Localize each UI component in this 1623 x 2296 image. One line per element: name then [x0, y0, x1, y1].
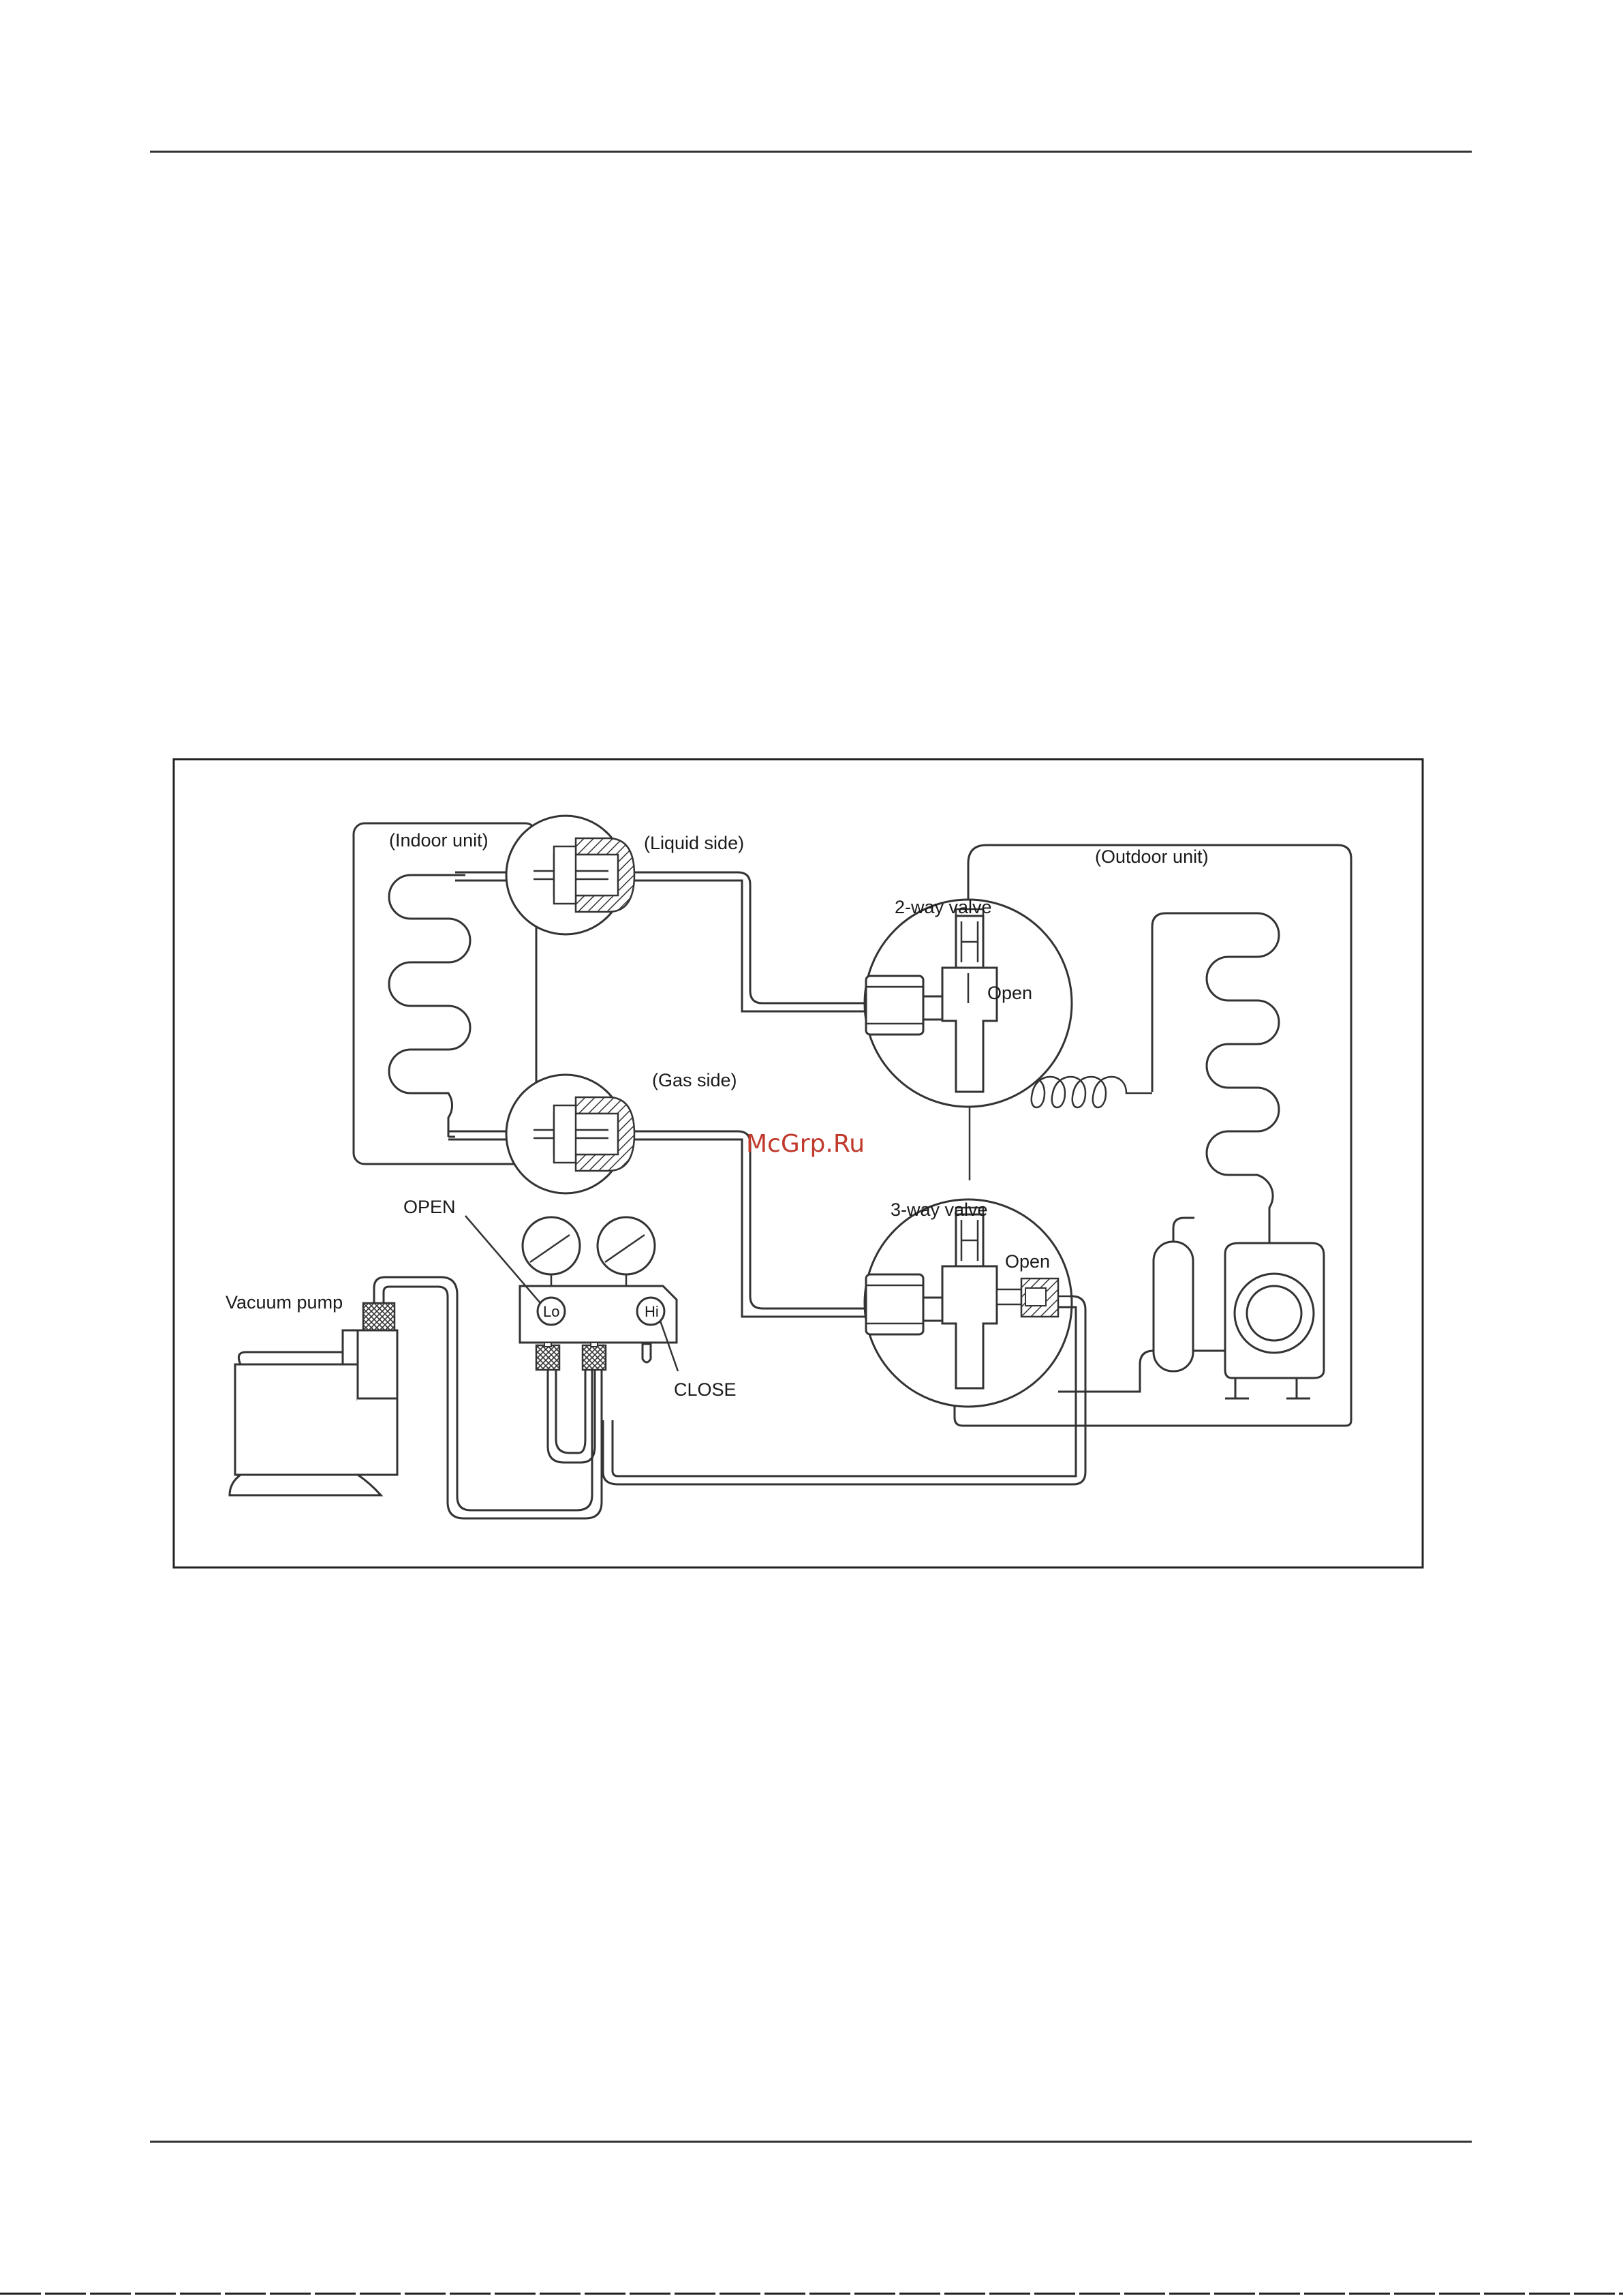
- hi-valve-label: Hi: [645, 1303, 659, 1320]
- watermark: McGrp.Ru: [746, 1130, 865, 1158]
- two-way-valve-label: 2-way valve: [895, 897, 992, 917]
- hi-close-label: CLOSE: [674, 1379, 737, 1400]
- vacuum-pump-label: Vacuum pump: [226, 1292, 343, 1313]
- header-rule: [150, 151, 1472, 153]
- outdoor-unit-label: (Outdoor unit): [1095, 846, 1209, 867]
- gas-side-label: (Gas side): [652, 1070, 737, 1090]
- vacuum-evacuation-diagram: (Indoor unit) (Liquid side) (Gas side): [172, 758, 1425, 1570]
- footer-rule: [150, 2141, 1472, 2143]
- lo-open-label: OPEN: [403, 1197, 456, 1217]
- three-way-valve: [865, 1199, 1072, 1407]
- liquid-side-label: (Liquid side): [644, 833, 744, 853]
- lo-valve-label: Lo: [543, 1303, 559, 1320]
- three-way-valve-open-label: Open: [1005, 1251, 1050, 1272]
- indoor-unit-label: (Indoor unit): [389, 830, 489, 851]
- bottom-edge-strip: [0, 2293, 1623, 2295]
- two-way-valve-open-label: Open: [987, 983, 1032, 1003]
- three-way-valve-label: 3-way valve: [891, 1199, 988, 1220]
- two-way-valve: [865, 900, 1072, 1107]
